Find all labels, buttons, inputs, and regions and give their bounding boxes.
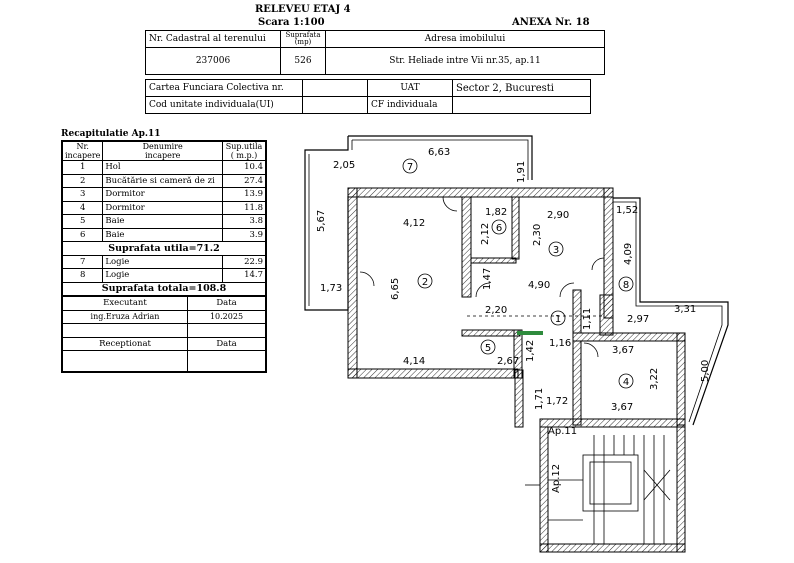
room-label-8: 8	[623, 280, 629, 291]
logia-8-outline	[613, 197, 729, 426]
dim-label: 1,47	[482, 268, 493, 290]
dim-label: 1,91	[516, 161, 527, 183]
dim-label: 5,00	[700, 360, 711, 382]
cadastral-table: Nr. Cadastral al terenului Suprafata(mp)…	[145, 30, 605, 75]
dim-label: 1,16	[549, 338, 571, 349]
cf-individuala-label: CF individuala	[367, 96, 453, 114]
executant-label: Executant	[62, 296, 188, 311]
dim-label: 2,20	[485, 305, 507, 316]
recap-header-nr: Nr.incapere	[61, 141, 104, 161]
cadastral-nr-value: 237006	[145, 47, 281, 75]
dim-label: 2,90	[547, 210, 569, 221]
room-label-6: 6	[496, 223, 502, 234]
cadastral-adresa-value: Str. Heliade intre Vii nr.35, ap.11	[325, 47, 605, 75]
dim-label: 6,63	[428, 147, 450, 158]
dim-label: 1,42	[525, 340, 536, 362]
dim-label: 1,52	[616, 205, 638, 216]
dim-label: 6,65	[390, 278, 401, 300]
dim-label: 2,30	[532, 224, 543, 246]
recap-header-sup: Sup.utila( m.p.)	[222, 141, 266, 161]
dim-label: 3,67	[612, 345, 634, 356]
room-label-5: 5	[485, 343, 491, 354]
dim-label: 4,14	[403, 356, 425, 367]
dim-label: 1,73	[320, 283, 342, 294]
dim-label: 4,12	[403, 218, 425, 229]
dim-label: 1,71	[534, 388, 545, 410]
dim-label: 2,97	[627, 314, 649, 325]
dim-label: 3,67	[611, 402, 633, 413]
walls	[347, 187, 686, 553]
drawing-title: RELEVEU ETAJ 4	[255, 4, 351, 15]
apartment-12-label: Ap.12	[551, 464, 562, 493]
dim-label: 1,72	[546, 396, 568, 407]
room-label-2: 2	[422, 277, 428, 288]
dim-label: 3,22	[649, 368, 660, 390]
room-label-1: 1	[555, 314, 561, 325]
data-label: Data	[187, 296, 266, 311]
executant-date: 10.2025	[187, 309, 266, 324]
green-marker	[517, 331, 543, 335]
annex-label: ANEXA Nr. 18	[512, 17, 590, 28]
room-label-7: 7	[407, 162, 413, 173]
dim-label: 3,31	[674, 304, 696, 315]
dim-label: 4,09	[623, 243, 634, 265]
room-label-3: 3	[553, 245, 559, 256]
dim-label: 1,11	[582, 308, 593, 330]
dim-label: 5,67	[316, 210, 327, 232]
executant-name: ing.Eruza Adrian	[62, 309, 188, 324]
dim-label: 2,67	[497, 356, 519, 367]
room-label-4: 4	[623, 377, 629, 388]
dim-label: 2,12	[480, 223, 491, 245]
stairs	[548, 435, 671, 544]
sup-totala: Suprafata totala=108.8	[62, 281, 266, 296]
dim-label: 2,05	[333, 160, 355, 171]
dim-label: 1,82	[485, 207, 507, 218]
apartment-11-label: Ap.11	[548, 426, 577, 437]
carte-funciara-table: Cartea Funciara Colectiva nr. UAT Sector…	[145, 79, 591, 114]
dim-label: 4,90	[528, 280, 550, 291]
drawing-scale: Scara 1:100	[258, 17, 325, 28]
recap-title: Recapitulatie Ap.11	[61, 129, 161, 139]
